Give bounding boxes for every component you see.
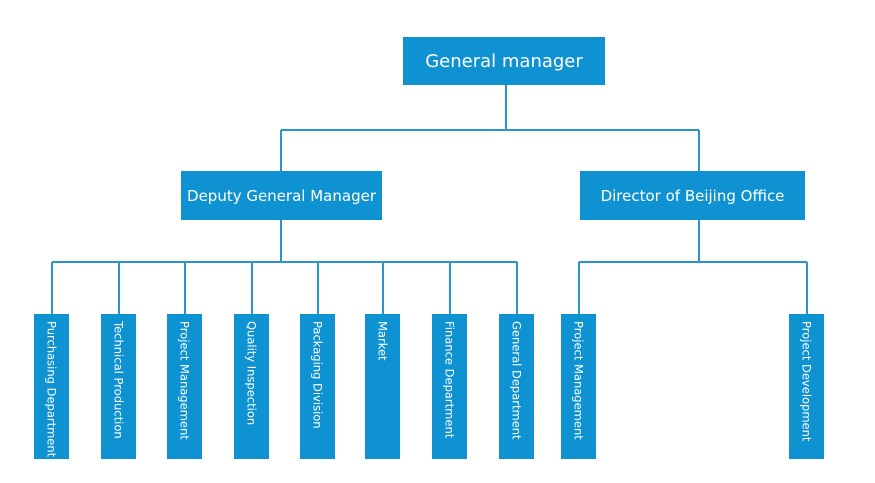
department-label: Finance Department — [442, 321, 457, 439]
department-label: Project Management — [571, 321, 586, 440]
department-box: Market — [365, 314, 400, 459]
deputy-general-manager-label: Deputy General Manager — [187, 186, 376, 205]
general-manager-label: General manager — [425, 50, 583, 72]
department-box: General Department — [499, 314, 534, 459]
department-box: Project Management — [561, 314, 596, 459]
department-label: Packaging Division — [310, 321, 325, 429]
department-label: Quality Inspection — [244, 321, 259, 426]
department-box: Purchasing Department — [34, 314, 69, 459]
deputy-general-manager-box: Deputy General Manager — [181, 171, 382, 220]
department-box: Quality Inspection — [234, 314, 269, 459]
department-box: Technical Production — [101, 314, 136, 459]
beijing-director-box: Director of Beijing Office — [580, 171, 805, 220]
department-label: Technical Production — [111, 321, 126, 439]
beijing-director-label: Director of Beijing Office — [600, 186, 785, 205]
department-box: Finance Department — [432, 314, 467, 459]
department-label: Purchasing Department — [44, 321, 59, 458]
department-label: Market — [375, 321, 390, 361]
department-label: Project Management — [177, 321, 192, 440]
department-label: General Department — [509, 321, 524, 440]
general-manager-box: General manager — [403, 37, 605, 85]
department-box: Packaging Division — [300, 314, 335, 459]
department-box: Project Development — [789, 314, 824, 459]
department-label: Project Development — [799, 321, 814, 442]
department-box: Project Management — [167, 314, 202, 459]
